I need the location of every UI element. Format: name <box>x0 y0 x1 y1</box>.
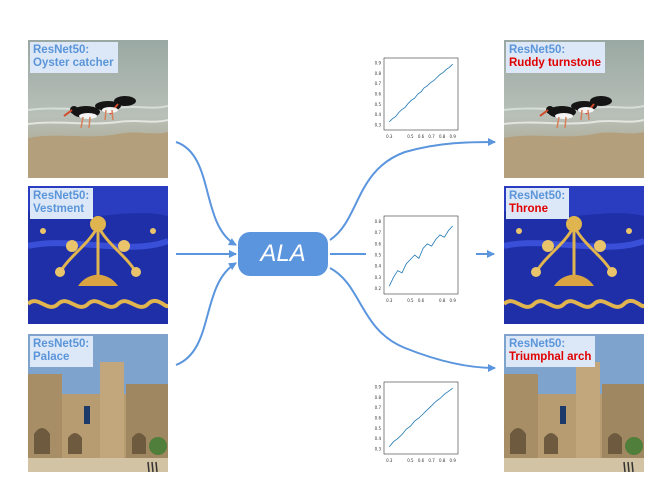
x-tick-label: 0.9 <box>450 298 457 303</box>
model-name: ResNet50: <box>509 190 566 202</box>
y-tick-label: 0.3 <box>375 446 382 451</box>
input-image-oyster-catcher: ResNet50: Oyster catcher <box>28 40 168 178</box>
y-tick-label: 0.9 <box>375 61 382 66</box>
y-tick-label: 0.5 <box>375 253 382 258</box>
x-tick-label: 0.9 <box>450 134 457 139</box>
x-tick-label: 0.8 <box>439 134 446 139</box>
prediction-label: ResNet50: Oyster catcher <box>30 42 118 73</box>
y-tick-label: 0.2 <box>375 286 382 291</box>
model-name: ResNet50: <box>33 44 90 56</box>
x-tick-label: 0.7 <box>428 458 435 463</box>
prediction-label: ResNet50: Palace <box>30 336 94 367</box>
x-tick-label: 0.6 <box>418 458 425 463</box>
x-tick-label: 0.9 <box>450 458 457 463</box>
y-tick-label: 0.3 <box>375 275 382 280</box>
x-tick-label: 0.6 <box>418 134 425 139</box>
y-tick-label: 0.4 <box>375 112 382 117</box>
prediction-label: ResNet50: Triumphal arch <box>506 336 596 367</box>
model-name: ResNet50: <box>33 338 90 350</box>
beach-birds-photo <box>504 40 644 178</box>
adversarial-class: Triumphal arch <box>509 351 592 363</box>
x-tick-label: 0.5 <box>407 298 414 303</box>
model-name: ResNet50: <box>509 338 566 350</box>
input-image-vestment: ResNet50: Vestment <box>28 186 168 324</box>
prediction-label: ResNet50: Vestment <box>30 188 94 219</box>
prediction-label: ResNet50: Throne <box>506 188 570 219</box>
x-tick-label: 0.5 <box>407 458 414 463</box>
predicted-class: Palace <box>33 351 70 363</box>
arrow-ala-to-output-3 <box>329 267 496 372</box>
y-tick-label: 0.7 <box>375 405 382 410</box>
plot-2: 0.3 0.5 0.6 0.8 0.9 0.2 0.3 0.4 0.5 0.6 0.7 0.8 <box>375 215 459 303</box>
y-tick-label: 0.8 <box>375 71 382 76</box>
palace-photo <box>504 334 644 472</box>
y-tick-label: 0.9 <box>375 385 382 390</box>
plot-frame <box>383 381 459 455</box>
arrow-input-3-to-ala <box>175 262 237 366</box>
arrow-ala-to-output-1 <box>329 138 496 241</box>
input-image-palace: ResNet50: Palace <box>28 334 168 472</box>
y-tick-label: 0.4 <box>375 264 382 269</box>
y-tick-label: 0.7 <box>375 81 382 86</box>
y-tick-label: 0.6 <box>375 416 382 421</box>
series-line <box>388 387 453 448</box>
adversarial-class: Ruddy turnstone <box>509 57 601 69</box>
adversarial-class: Throne <box>509 203 548 215</box>
x-tick-label: 0.3 <box>386 458 393 463</box>
series-line <box>389 63 453 123</box>
y-tick-label: 0.3 <box>375 122 382 127</box>
x-tick-label: 0.5 <box>407 134 414 139</box>
beach-birds-photo <box>28 40 168 178</box>
y-tick-label: 0.8 <box>375 219 382 224</box>
x-tick-label: 0.8 <box>439 458 446 463</box>
y-tick-label: 0.8 <box>375 395 382 400</box>
plot-frame <box>383 215 459 295</box>
y-tick-label: 0.5 <box>375 426 382 431</box>
palace-photo <box>28 334 168 472</box>
predicted-class: Oyster catcher <box>33 57 114 69</box>
x-tick-label: 0.8 <box>439 298 446 303</box>
series-line <box>388 225 453 287</box>
y-tick-label: 0.4 <box>375 436 382 441</box>
model-name: ResNet50: <box>509 44 566 56</box>
y-tick-label: 0.6 <box>375 241 382 246</box>
output-image-throne: ResNet50: Throne <box>504 186 644 324</box>
output-image-ruddy-turnstone: ResNet50: Ruddy turnstone <box>504 40 644 178</box>
x-tick-label: 0.3 <box>386 134 393 139</box>
predicted-class: Vestment <box>33 203 85 215</box>
output-image-triumphal-arch: ResNet50: Triumphal arch <box>504 334 644 472</box>
model-name: ResNet50: <box>33 190 90 202</box>
arrow-input-1-to-ala <box>175 141 237 246</box>
y-tick-label: 0.6 <box>375 92 382 97</box>
ala-method-box: ALA <box>238 232 328 276</box>
x-tick-label: 0.7 <box>428 134 435 139</box>
x-tick-label: 0.6 <box>418 298 425 303</box>
y-tick-label: 0.5 <box>375 102 382 107</box>
prediction-label: ResNet50: Ruddy turnstone <box>506 42 605 73</box>
y-tick-label: 0.7 <box>375 230 382 235</box>
x-tick-label: 0.3 <box>386 298 393 303</box>
